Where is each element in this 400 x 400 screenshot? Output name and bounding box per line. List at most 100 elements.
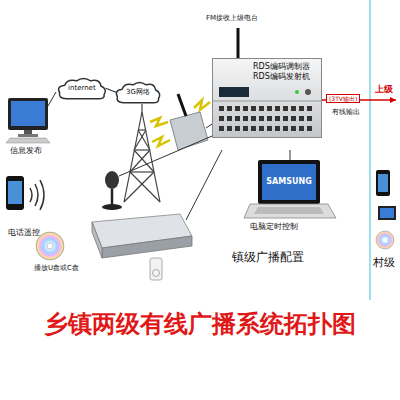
caption-label: 村级 [373,256,395,269]
panel-button [291,126,296,131]
mic-base [102,204,122,210]
laptop-frame [258,160,320,204]
monitor-stand [24,130,32,134]
tower-brace [124,172,154,202]
caption-label: SAMSUNG [264,177,314,187]
panel-button [227,106,232,111]
gsm-antenna [178,94,186,116]
network-link [106,88,116,92]
cloud-node: internet [56,76,108,100]
tower-brace [134,149,150,150]
panel-button [275,116,280,121]
diagram-title: 乡镇两级有线广播系统拓扑图 [0,310,400,339]
panel-button [235,106,240,111]
tower-mast [141,104,142,112]
panel-button [243,126,248,131]
disc-hole [47,243,53,249]
microphone [102,136,212,210]
cloud-label: 3G网络 [126,88,150,96]
panel-button [299,126,304,131]
panel-button [283,126,288,131]
mp3-player [150,258,162,280]
panel-button [259,116,264,121]
click-wheel [153,270,160,277]
panel-seam [213,101,321,102]
caption-label: 上级 [375,84,393,95]
panel-button [307,126,312,131]
panel-button [291,106,296,111]
device-label: RDS编码发射机 [253,72,315,82]
panel-button [259,126,264,131]
laptop-keyboard [254,207,324,214]
wire [119,136,212,176]
output-arrow [390,97,396,103]
tower-brace [134,130,146,150]
panel-button [307,106,312,111]
panel-button [251,106,256,111]
mic-head [105,171,119,189]
wire [186,150,222,220]
disc [36,232,64,260]
tower-brace [130,172,160,202]
display-window [219,87,249,97]
panel-button [235,126,240,131]
cd-disc [36,232,64,260]
cloud-label: internet [68,84,96,92]
wifi-waves [30,180,44,210]
caption-label: (3TV输出) [326,94,360,103]
desktop-computer [6,98,50,143]
caption-label: 电话遥控 [8,228,40,238]
panel-button [251,126,256,131]
divider-line [369,0,371,300]
panel-button [243,116,248,121]
disc [376,231,394,249]
cloud-shape [116,82,159,102]
caption-label: FM接收上级电台 [206,14,258,22]
panel-button [307,116,312,121]
phone-body [6,176,24,210]
tower-brace [138,129,146,130]
monitor-screen [11,101,45,126]
dvd-player [92,214,192,258]
panel-button [219,116,224,121]
caption-label: 播放U盘或C盘 [34,264,79,272]
panel-button [267,116,272,121]
laptop-screen [262,164,316,200]
cloud-shape [59,78,106,98]
panel-button [227,126,232,131]
laptop [244,160,336,218]
mobile-phone [6,176,24,210]
panel-button [291,116,296,121]
monitor-base [18,134,38,137]
panel-button [267,126,272,131]
monitor-frame [8,98,48,130]
panel-button [227,116,232,121]
panel-button [219,126,224,131]
caption-label: 信息发布 [10,146,42,156]
tower-brace [130,150,150,172]
keyboard [6,138,50,143]
wire [290,150,291,160]
caption-label: 有线输出 [332,108,360,116]
network-line [48,92,56,106]
panel-button [243,106,248,111]
device-label: RDS编码调制器 [253,62,315,72]
wave [30,188,32,202]
mic-stem [111,189,114,205]
signal-tower [124,104,160,202]
disc-hole [383,238,387,242]
cloud-node: 3G网络 [114,80,162,104]
mp3-body [150,258,162,280]
fm-antenna [237,28,240,58]
wireless-signal [150,118,168,126]
panel-knob [305,89,311,95]
phone-screen [8,181,22,204]
panel-button [299,106,304,111]
panel-button [299,116,304,121]
panel-button [283,116,288,121]
tower-brace [130,171,154,172]
wireless-signal [194,100,210,110]
phone-screen [378,174,388,192]
